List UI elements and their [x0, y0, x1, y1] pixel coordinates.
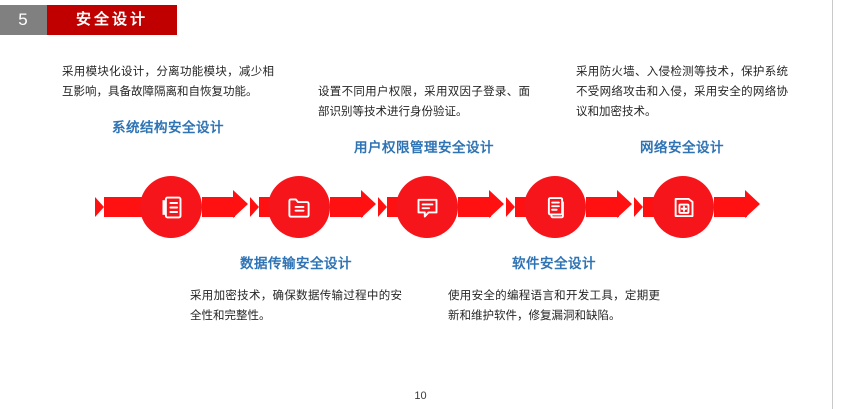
text-block-network-security: 采用防火墙、入侵检测等技术，保护系统不受网络攻击和入侵，采用安全的网络协议和加密… — [576, 62, 788, 156]
chain-node-5[interactable] — [652, 176, 714, 238]
chain-tail-notch — [95, 197, 104, 217]
process-chain — [95, 176, 760, 238]
chain-tail-notch — [378, 197, 387, 217]
text-block-data-transfer: 数据传输安全设计 采用加密技术，确保数据传输过程中的安全性和完整性。 — [190, 252, 402, 326]
chain-node-3[interactable] — [396, 176, 458, 238]
section-title-banner: 安全设计 — [47, 5, 177, 35]
chain-node-1[interactable] — [140, 176, 202, 238]
chain-bar-segment — [714, 197, 747, 217]
text-block-user-permission: 设置不同用户权限，采用双因子登录、面部识别等技术进行身份验证。 用户权限管理安全… — [318, 82, 530, 156]
chain-arrowhead — [745, 190, 760, 218]
chain-arrowhead — [617, 190, 632, 218]
chain-arrowhead — [233, 190, 248, 218]
text-block-system-structure: 采用模块化设计，分离功能模块，减少相互影响，具备故障隔离和自恢复功能。 系统结构… — [62, 62, 274, 136]
chain-arrowhead — [489, 190, 504, 218]
block-heading-text: 软件安全设计 — [512, 256, 596, 271]
chain-bar-segment — [202, 197, 235, 217]
chain-node-2[interactable] — [268, 176, 330, 238]
chain-tail-notch — [506, 197, 515, 217]
chat-bubble-icon — [414, 194, 441, 221]
block-body-text: 采用模块化设计，分离功能模块，减少相互影响，具备故障隔离和自恢复功能。 — [62, 66, 274, 98]
block-body-text: 设置不同用户权限，采用双因子登录、面部识别等技术进行身份验证。 — [318, 86, 530, 118]
block-heading-text: 数据传输安全设计 — [240, 256, 352, 271]
clipboard-icon — [542, 194, 569, 221]
block-body-text: 采用防火墙、入侵检测等技术，保护系统不受网络攻击和入侵，采用安全的网络协议和加密… — [576, 66, 788, 118]
block-heading-text: 用户权限管理安全设计 — [354, 140, 494, 155]
chain-bar-segment — [586, 197, 619, 217]
chain-bar-segment — [458, 197, 491, 217]
page-number: 10 — [414, 390, 427, 402]
text-block-software-security: 软件安全设计 使用安全的编程语言和开发工具，定期更新和维护软件，修复漏洞和缺陷。 — [448, 252, 660, 326]
block-heading-text: 系统结构安全设计 — [112, 120, 224, 135]
chain-tail-notch — [634, 197, 643, 217]
chain-bar-segment — [330, 197, 363, 217]
document-icon — [158, 194, 185, 221]
block-heading-text: 网络安全设计 — [640, 140, 724, 155]
block-body-text: 使用安全的编程语言和开发工具，定期更新和维护软件，修复漏洞和缺陷。 — [448, 290, 660, 322]
folder-document-icon — [286, 194, 313, 221]
section-number-badge: 5 — [0, 5, 47, 35]
chain-tail-notch — [250, 197, 259, 217]
first-aid-kit-icon — [670, 194, 697, 221]
chain-bar-segment — [104, 197, 142, 217]
chain-node-4[interactable] — [524, 176, 586, 238]
right-vertical-rule — [832, 0, 833, 409]
block-body-text: 采用加密技术，确保数据传输过程中的安全性和完整性。 — [190, 290, 402, 322]
chain-arrowhead — [361, 190, 376, 218]
